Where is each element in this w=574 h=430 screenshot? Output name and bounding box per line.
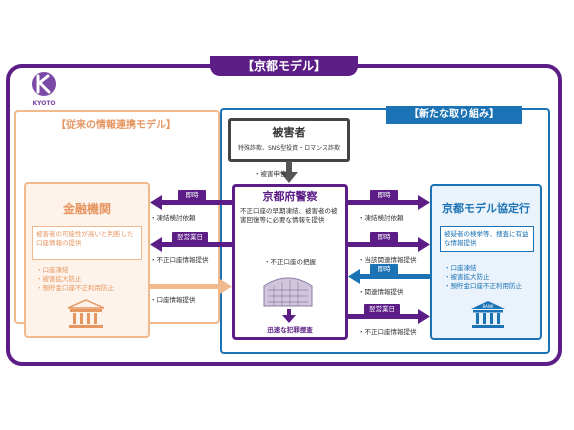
kyoto-model-bank-title: 京都モデル協定行 [442, 202, 530, 215]
police-title: 京都府警察 [262, 190, 318, 203]
victim-report-label: ・被害申告 [254, 170, 287, 178]
victim-title: 被害者 [272, 126, 306, 139]
flow-label: ・不正口座情報提供 [358, 328, 417, 336]
tag-next-business-day: 翌営業日 [364, 304, 400, 315]
bullet: ・口座凍結 [36, 266, 69, 274]
kyoto-model-bank-desc: 被疑者の検挙等、捜査に有益な情報提供 [440, 226, 534, 252]
left-flow-arrows [150, 195, 232, 294]
police-investigation: 迅速な犯罪捜査 [267, 326, 313, 334]
bullet: ・被害拡大防止 [444, 273, 490, 281]
flow-label: ・関連情報提供 [358, 288, 404, 296]
bullet: ・預貯金口座不正利用防止 [444, 282, 522, 290]
flow-label: ・凍結検討依頼 [150, 214, 196, 222]
down-arrow-icon [282, 309, 296, 323]
victim-subtitle: 特殊詐欺、SNS型投資・ロマンス詐欺 [238, 145, 340, 152]
tag-next-business-day: 翌営業日 [172, 232, 208, 243]
flow-label: ・不正口座情報提供 [150, 256, 209, 264]
new-model-frame [220, 108, 550, 354]
financial-institution-desc: 被害者の可能性が高いと判断した口座情報の提供 [32, 226, 142, 260]
right-flow-arrows [348, 195, 430, 324]
tag-immediate: 即時 [178, 190, 206, 201]
bank-building-icon [67, 299, 105, 328]
police-desc: 不正口座の早期凍結、被害者の被害回復等に必要な情報を提供 [240, 207, 338, 224]
bank-sign: BANK [482, 304, 493, 309]
bank-building-icon: BANK [471, 301, 505, 328]
tag-immediate: 即時 [370, 264, 398, 275]
flow-label: ・当該関連情報提供 [358, 256, 417, 264]
new-model-label: 【新たな取り組み】 [386, 106, 522, 124]
financial-institution-bullets: ・口座凍結 ・被害拡大防止 ・預貯金口座不正利用防止 [36, 266, 146, 293]
bullet: ・口座凍結 [444, 264, 477, 272]
kyoto-model-bank-bullets: ・口座凍結 ・被害拡大防止 ・預貯金口座不正利用防止 [444, 264, 538, 291]
down-arrow-icon [280, 161, 298, 183]
financial-institution-title: 金融機関 [62, 202, 111, 216]
flow-label: ・凍結検討依頼 [358, 214, 404, 222]
old-model-label: 【従来の情報連携モデル】 [40, 118, 192, 134]
tag-immediate: 即時 [370, 232, 398, 243]
logo-text: KYOTO [32, 100, 55, 107]
page-title: 【京都モデル】 [210, 56, 358, 76]
victim-box [228, 118, 350, 162]
bullet: ・被害拡大防止 [36, 275, 82, 283]
police-building-icon [263, 277, 313, 307]
tag-immediate: 即時 [370, 190, 398, 201]
flow-label: ・口座情報提供 [150, 296, 196, 304]
police-illegal-account: ・不正口座の把握 [264, 258, 316, 266]
bullet: ・預貯金口座不正利用防止 [36, 284, 114, 292]
kyoto-logo: KYOTO [26, 70, 62, 108]
